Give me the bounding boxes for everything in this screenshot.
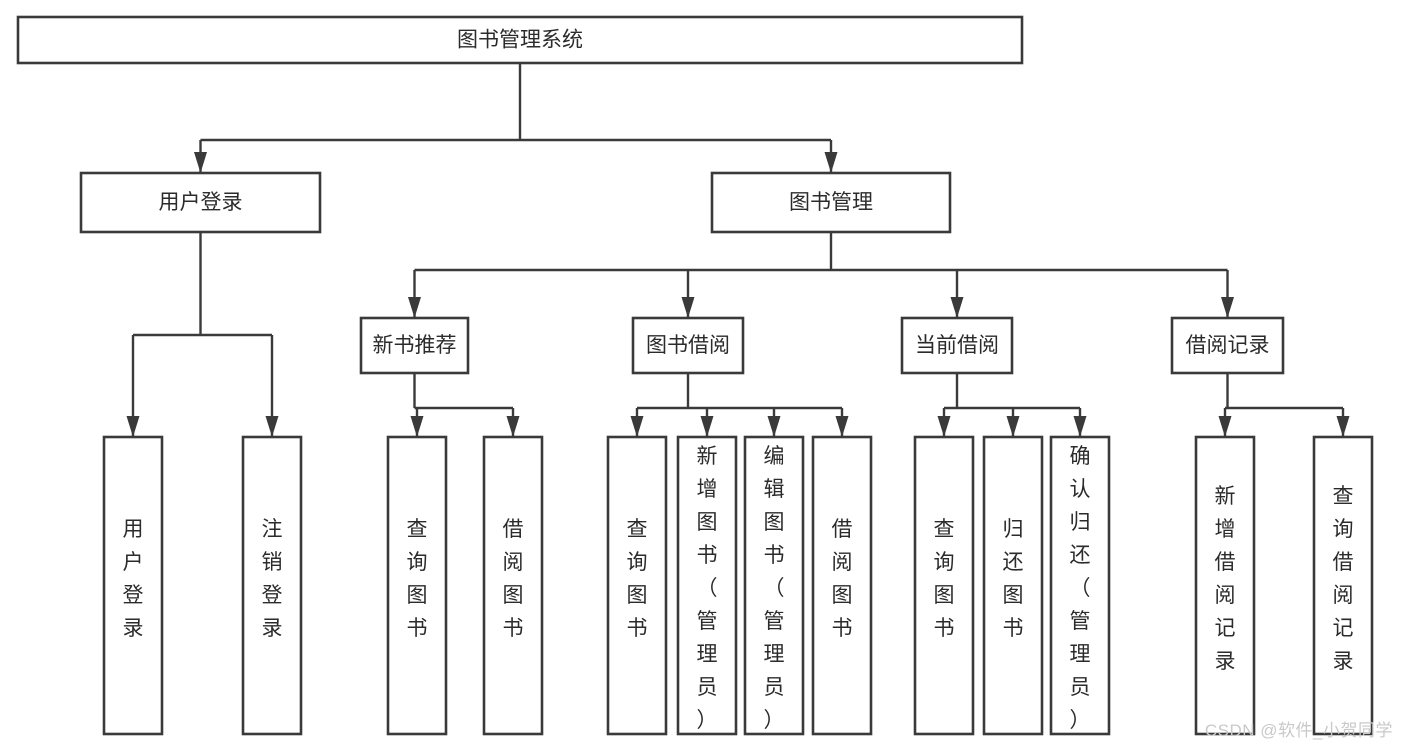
- arrow-head-icon: [835, 416, 849, 437]
- node-box: [913, 435, 975, 736]
- node-box: [1194, 435, 1256, 736]
- node-box: [676, 435, 738, 736]
- node-label: 图书借阅: [646, 334, 730, 357]
- node-label: 新增借阅记录: [1215, 485, 1236, 673]
- node-leaf-leaf-query-record[interactable]: 查询借阅记录: [1312, 435, 1374, 736]
- connectors-layer: [126, 63, 1350, 437]
- arrow-head-icon: [506, 416, 520, 437]
- node-leaf-leaf-logout[interactable]: 注销登录: [241, 435, 303, 736]
- node-leaf-leaf-borrow-book-1[interactable]: 借阅图书: [482, 435, 544, 736]
- node-root-root[interactable]: 图书管理系统: [16, 15, 1024, 65]
- arrow-head-icon: [1073, 416, 1087, 437]
- csdn-watermark: CSDN @软件_小贺同学: [1204, 721, 1393, 740]
- node-leaf-leaf-borrow-book-2[interactable]: 借阅图书: [811, 435, 873, 736]
- arrow-head-icon: [410, 416, 424, 437]
- arrow-head-icon: [194, 152, 207, 173]
- arrow-head-icon: [937, 416, 951, 437]
- node-label: 用户登录: [159, 191, 243, 214]
- node-level2-book-borrow[interactable]: 图书借阅: [631, 316, 745, 375]
- node-level1-user-login[interactable]: 用户登录: [79, 171, 322, 234]
- node-label: 当前借阅: [915, 334, 999, 357]
- node-label: 用户登录: [123, 518, 144, 640]
- node-label: 新增图书（管理员）: [697, 445, 718, 732]
- node-box: [102, 435, 164, 736]
- node-leaf-leaf-confirm-return[interactable]: 确认归还（管理员）: [1049, 435, 1111, 736]
- node-leaf-leaf-add-record[interactable]: 新增借阅记录: [1194, 435, 1256, 736]
- node-box: [982, 435, 1044, 736]
- node-label: 归还图书: [1003, 518, 1024, 640]
- node-leaf-leaf-query-book-2[interactable]: 查询图书: [606, 435, 668, 736]
- node-box: [241, 435, 303, 736]
- node-leaf-leaf-query-book-3[interactable]: 查询图书: [913, 435, 975, 736]
- node-level2-borrow-record[interactable]: 借阅记录: [1170, 316, 1285, 375]
- arrow-head-icon: [1218, 416, 1232, 437]
- node-leaf-leaf-add-book[interactable]: 新增图书（管理员）: [676, 435, 738, 736]
- node-level2-new-book-recommend[interactable]: 新书推荐: [359, 316, 470, 375]
- node-label: 注销登录: [262, 518, 283, 640]
- arrow-head-icon: [1006, 416, 1020, 437]
- node-label: 查询图书: [627, 518, 648, 640]
- arrow-head-icon: [265, 416, 279, 437]
- node-label: 图书管理: [789, 191, 873, 214]
- node-label: 查询借阅记录: [1333, 485, 1354, 673]
- arrow-head-icon: [700, 416, 714, 437]
- node-box: [1312, 435, 1374, 736]
- node-box: [359, 316, 470, 375]
- node-leaf-leaf-user-login[interactable]: 用户登录: [102, 435, 164, 736]
- node-label: 借阅图书: [832, 518, 853, 640]
- arrow-head-icon: [767, 416, 781, 437]
- node-box: [743, 435, 805, 736]
- node-label: 查询图书: [934, 518, 955, 640]
- node-label: 借阅图书: [503, 518, 524, 640]
- node-leaf-leaf-query-book-1[interactable]: 查询图书: [386, 435, 448, 736]
- node-label: 图书管理系统: [457, 29, 583, 52]
- node-level1-book-management[interactable]: 图书管理: [710, 171, 952, 234]
- arrow-head-icon: [630, 416, 644, 437]
- node-box: [710, 171, 952, 234]
- node-level2-current-borrow[interactable]: 当前借阅: [900, 316, 1014, 375]
- node-box: [482, 435, 544, 736]
- node-box: [606, 435, 668, 736]
- node-box: [811, 435, 873, 736]
- node-box: [900, 316, 1014, 375]
- node-label: 确认归还（管理员）: [1070, 445, 1091, 732]
- arrow-head-icon: [681, 297, 695, 318]
- arrow-head-icon: [1221, 297, 1234, 318]
- arrow-head-icon: [824, 152, 838, 173]
- node-box: [1049, 435, 1111, 736]
- node-label: 编辑图书（管理员）: [764, 445, 785, 732]
- node-box: [631, 316, 745, 375]
- node-box: [1170, 316, 1285, 375]
- node-label: 查询图书: [407, 518, 428, 640]
- arrow-head-icon: [950, 297, 964, 318]
- node-box: [79, 171, 322, 234]
- arrow-head-icon: [408, 297, 421, 318]
- arrow-head-icon: [126, 416, 140, 437]
- nodes-layer: 图书管理系统用户登录图书管理新书推荐图书借阅当前借阅借阅记录用户登录注销登录查询…: [16, 15, 1374, 736]
- node-box: [386, 435, 448, 736]
- node-box: [16, 15, 1024, 65]
- node-label: 新书推荐: [373, 334, 457, 357]
- node-leaf-leaf-edit-book[interactable]: 编辑图书（管理员）: [743, 435, 805, 736]
- arrow-head-icon: [1336, 416, 1350, 437]
- node-label: 借阅记录: [1186, 334, 1270, 357]
- node-leaf-leaf-return-book[interactable]: 归还图书: [982, 435, 1044, 736]
